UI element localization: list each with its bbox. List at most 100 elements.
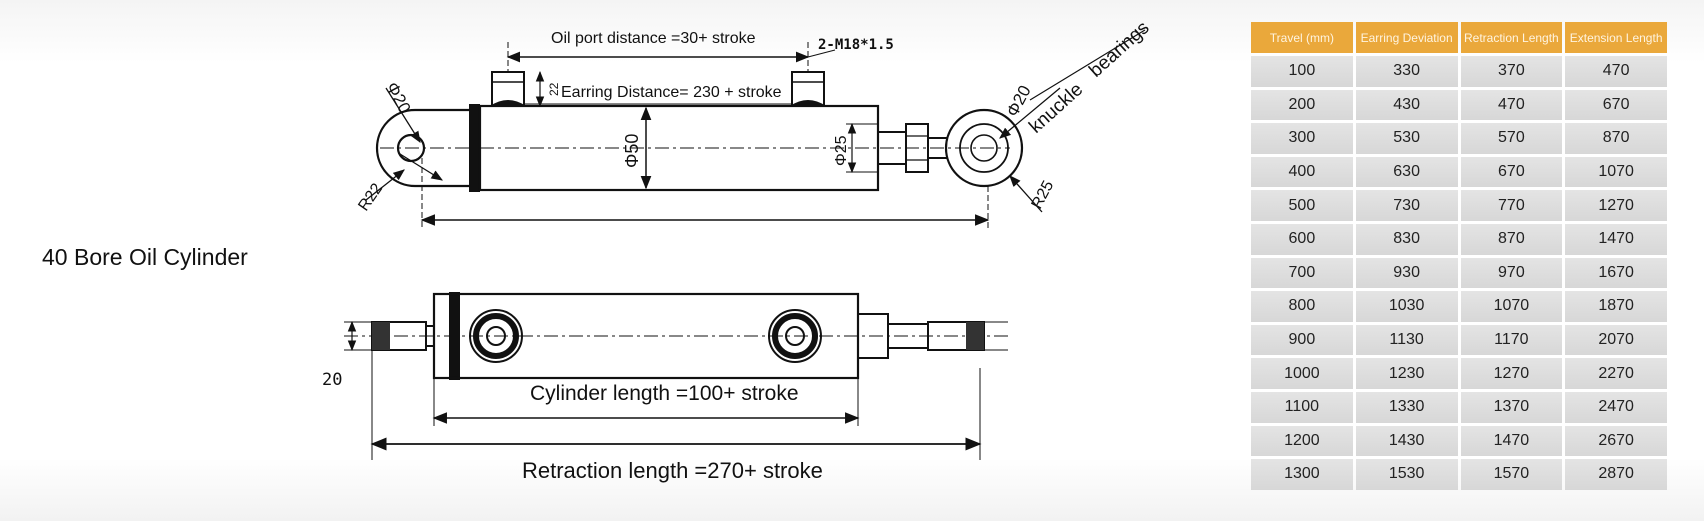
- right-pin-diameter-label: Φ20: [1003, 82, 1035, 120]
- right-pin-ring: [959, 123, 1009, 173]
- table-cell: 800: [1251, 291, 1353, 322]
- table-cell: 1370: [1460, 391, 1563, 423]
- table-cell: 1470: [1565, 223, 1667, 255]
- table-cell: 1070: [1460, 291, 1563, 322]
- cylinder-body: [478, 104, 880, 192]
- table-cell: 870: [1565, 123, 1667, 154]
- table-cell: 1570: [1460, 459, 1563, 490]
- end-plate: [469, 104, 480, 192]
- table-cell: 2870: [1565, 459, 1667, 490]
- table-cell: 1470: [1460, 425, 1563, 457]
- table-cell: 930: [1355, 257, 1458, 289]
- table-cell: 1270: [1460, 358, 1563, 389]
- table-cell: 430: [1355, 89, 1458, 121]
- top-view: [365, 29, 1146, 228]
- port-spec-label: 2-M18*1.5: [818, 37, 894, 53]
- table-cell: 1430: [1355, 425, 1458, 457]
- side-view: [344, 292, 1010, 460]
- table-cell: 700: [1251, 257, 1353, 289]
- right-radius-label: R25: [1029, 178, 1058, 212]
- side-port-left: [469, 309, 523, 363]
- spec-table-container: Travel (mm) Earring Deviation Retraction…: [1248, 19, 1670, 493]
- table-cell: 630: [1355, 156, 1458, 188]
- earring-width-label: 20: [322, 370, 342, 390]
- table-cell: 670: [1460, 156, 1563, 188]
- table-cell: 2070: [1565, 324, 1667, 356]
- table-cell: 1000: [1251, 358, 1353, 389]
- bearings-label: bearings: [1085, 17, 1153, 81]
- table-cell: 1270: [1565, 190, 1667, 221]
- table-cell: 370: [1460, 56, 1563, 87]
- table-cell: 2270: [1565, 358, 1667, 389]
- table-cell: 2670: [1565, 425, 1667, 457]
- table-cell: 970: [1460, 257, 1563, 289]
- page-title: 40 Bore Oil Cylinder: [42, 244, 248, 270]
- header-travel: Travel (mm): [1251, 22, 1353, 53]
- table-cell: 100: [1251, 56, 1353, 87]
- rod-nut: [905, 123, 929, 173]
- table-cell: 1100: [1251, 391, 1353, 423]
- right-eye: [944, 108, 1024, 188]
- oil-port-distance-label: Oil port distance =30+ stroke: [551, 30, 756, 47]
- table-cell: 570: [1460, 123, 1563, 154]
- spec-table: Travel (mm) Earring Deviation Retraction…: [1248, 19, 1670, 493]
- table-cell: 1200: [1251, 425, 1353, 457]
- table-cell: 870: [1460, 223, 1563, 255]
- table-cell: 1330: [1355, 391, 1458, 423]
- table-cell: 1170: [1460, 324, 1563, 356]
- earring-distance-label: Earring Distance= 230 + stroke: [561, 84, 782, 101]
- table-cell: 830: [1355, 223, 1458, 255]
- table-cell: 470: [1565, 56, 1667, 87]
- rod-diameter-label: Φ25: [833, 135, 850, 166]
- table-header-row: Travel (mm) Earring Deviation Retraction…: [1251, 22, 1667, 53]
- cylinder-length-label: Cylinder length =100+ stroke: [530, 382, 799, 405]
- header-retraction-length: Retraction Length: [1460, 22, 1563, 53]
- table-cell: 470: [1460, 89, 1563, 121]
- table-cell: 1670: [1565, 257, 1667, 289]
- bore-diameter-label: Φ50: [622, 134, 642, 168]
- right-pin-hole: [970, 134, 998, 162]
- table-cell: 1130: [1355, 324, 1458, 356]
- table-cell: 600: [1251, 223, 1353, 255]
- table-cell: 530: [1355, 123, 1458, 154]
- table-cell: 300: [1251, 123, 1353, 154]
- table-cell: 670: [1565, 89, 1667, 121]
- table-cell: 1030: [1355, 291, 1458, 322]
- left-radius-label: R22: [355, 180, 386, 214]
- table-cell: 400: [1251, 156, 1353, 188]
- retraction-length-label: Retraction length =270+ stroke: [522, 458, 823, 483]
- side-end-plate: [449, 292, 460, 380]
- side-rod-collar: [857, 313, 889, 359]
- header-extension-length: Extension Length: [1565, 22, 1667, 53]
- table-cell: 500: [1251, 190, 1353, 221]
- table-cell: 1230: [1355, 358, 1458, 389]
- side-port-right: [768, 309, 822, 363]
- table-cell: 1870: [1565, 291, 1667, 322]
- table-cell: 2470: [1565, 391, 1667, 423]
- table-cell: 1530: [1355, 459, 1458, 490]
- table-cell: 730: [1355, 190, 1458, 221]
- table-cell: 1070: [1565, 156, 1667, 188]
- port-height-label: 22: [547, 82, 561, 96]
- table-cell: 900: [1251, 324, 1353, 356]
- table-cell: 200: [1251, 89, 1353, 121]
- cylinder-drawing: Oil port distance =30+ stroke 2-M18*1.5 …: [322, 17, 1154, 483]
- table-cell: 330: [1355, 56, 1458, 87]
- header-earring-deviation: Earring Deviation: [1355, 22, 1458, 53]
- table-cell: 1300: [1251, 459, 1353, 490]
- table-cell: 770: [1460, 190, 1563, 221]
